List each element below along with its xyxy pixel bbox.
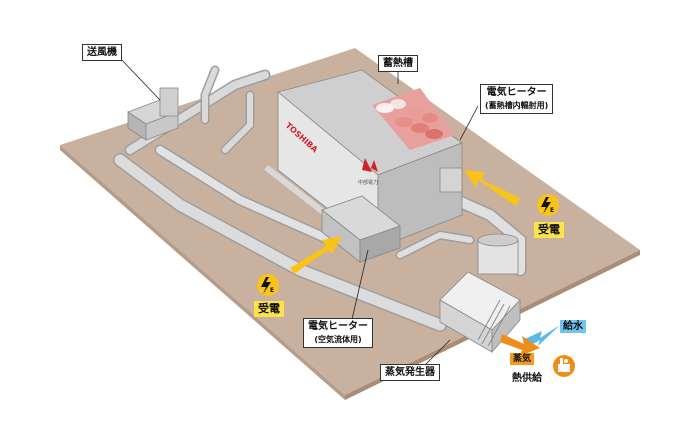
- right-ducting: [439, 167, 519, 275]
- top-heater-label: 電気ヒーター (蓄熱槽内輻射用): [480, 84, 554, 114]
- heat-supply-factory-icon: [553, 355, 575, 377]
- power-arrow-right: [464, 170, 520, 206]
- steam-label: 蒸気: [510, 353, 535, 365]
- utility-logo-icon: [362, 158, 378, 172]
- storage-tank: TOSHIBA 中部電力: [264, 69, 463, 249]
- top-heater-label-sub: (蓄熱槽内輻射用): [485, 101, 549, 110]
- feed-water-label: 給水: [560, 320, 586, 333]
- power-badge-right-icon: E: [537, 194, 559, 216]
- blower-unit: [127, 87, 179, 141]
- power-arrow-left: [290, 236, 342, 274]
- utility-logo-text: 中部電力: [358, 179, 378, 186]
- bottom-heater-label-main: 電気ヒーター: [308, 321, 368, 332]
- top-heater-label-main: 電気ヒーター: [486, 87, 547, 98]
- storage-tank-label: 蓄熱槽: [378, 55, 418, 72]
- pipe-network: [113, 65, 527, 332]
- ground-slab-edge: [60, 145, 345, 400]
- steam-out-arrow: [500, 334, 540, 356]
- svg-text:E: E: [270, 287, 274, 294]
- svg-text:E: E: [550, 207, 554, 214]
- leader-lines: [117, 55, 479, 371]
- receive-power-left-label: 受電: [254, 301, 284, 317]
- bottom-heater-label: 電気ヒーター (空気流体用): [303, 318, 373, 348]
- feed-water-arrow: [525, 325, 560, 348]
- blower-label: 送風機: [82, 44, 122, 61]
- bottom-heater-label-sub: (空気流体用): [314, 335, 362, 344]
- heat-supply-label: 熱供給: [512, 373, 542, 384]
- steam-generator-label: 蒸気発生器: [380, 364, 440, 381]
- receive-power-right-label: 受電: [534, 222, 564, 238]
- power-badge-left-icon: E: [257, 274, 279, 296]
- bottom-heater-unit: [321, 195, 401, 263]
- steam-generator-unit: [439, 271, 521, 354]
